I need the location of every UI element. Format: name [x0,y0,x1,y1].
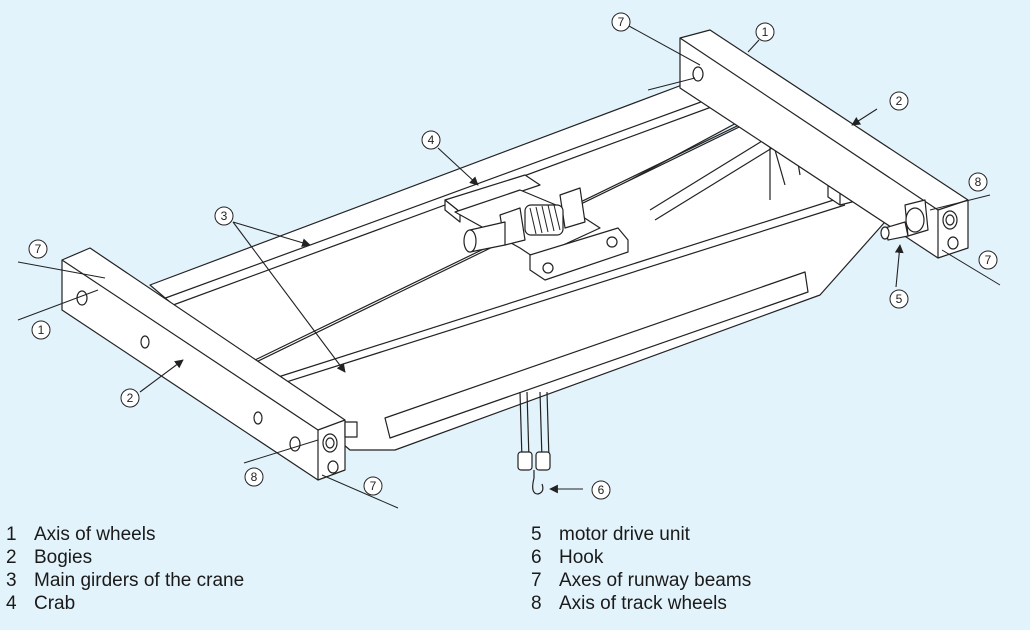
leader-lines [139,39,904,494]
crane-drawing [61,29,969,495]
left-bogie [61,247,358,481]
cross-brace [649,129,781,211]
callout-5-label: 5 [896,292,903,306]
axis-line-8-left [243,439,319,464]
callout-7-right [978,250,998,270]
axis-line-7-right [941,249,1001,286]
callout-2-left [120,388,140,408]
legend-item: 5 motor drive unit [531,523,751,546]
legend-item: 4 Crab [6,592,244,615]
callout-8-left-label: 8 [251,470,258,484]
crab [444,174,629,281]
axis-line-1-top [647,77,696,91]
callout-1-left-label: 1 [38,323,45,337]
legend-number: 2 [6,547,17,568]
legend-number: 6 [531,547,542,568]
callout-4-label: 4 [428,133,435,147]
legend-number: 5 [531,524,542,545]
callout-7-left-label: 7 [35,242,42,256]
callout-1-top-label: 1 [762,25,769,39]
callout-2-right [889,91,909,111]
motor-drive-unit [880,199,929,241]
legend-label: motor drive unit [559,524,690,545]
legend-column-left: 1 Axis of wheels 2 Bogies 3 Main girders of… [6,523,244,615]
legend-number: 7 [531,570,542,591]
callout-3-label: 3 [221,209,228,223]
axis-line-8-right [929,194,991,211]
callout-7-bottom [363,476,383,496]
legend-label: Bogies [34,547,93,568]
legend-label: Axis of track wheels [559,593,727,614]
callout-2-right-label: 2 [896,94,903,108]
legend-item: 2 Bogies [6,546,244,569]
axis-line-7-top [617,19,701,66]
callout-6 [591,480,611,500]
legend-item: 6 Hook [531,546,751,569]
legend-number: 8 [531,593,542,614]
legend-label: Axes of runway beams [559,570,752,591]
legend-number: 3 [6,570,17,591]
callout-7-top-label: 7 [618,15,625,29]
axis-lines [17,19,1001,509]
legend-number: 1 [6,524,17,545]
callout-8-left [244,467,264,487]
legend: 1 Axis of wheels 2 Bogies 3 Main girders of… [0,523,1030,630]
callout-8-right-label: 8 [975,175,982,189]
legend-label: Axis of wheels [34,524,156,545]
callout-7-left [28,239,48,259]
callout-6-label: 6 [598,483,605,497]
callout-8-right [968,172,988,192]
axis-line-1-left [17,289,99,321]
axis-line-7-left-bottom [321,474,399,509]
legend-label: Crab [34,593,76,614]
legend-item: 3 Main girders of the crane [6,569,244,592]
callout-5 [889,289,909,309]
callout-7-right-label: 7 [985,253,992,267]
hook-assembly [517,391,551,495]
callout-1-top [755,22,775,42]
right-bogie [679,29,969,259]
callout-3 [214,206,234,226]
legend-label: Hook [559,547,604,568]
legend-column-right: 5 motor drive unit 6 Hook 7 Axes of runway … [531,523,751,615]
callouts [28,12,998,500]
legend-label: Main girders of the crane [34,570,245,591]
legend-item: 8 Axis of track wheels [531,592,751,615]
callout-1-left [31,320,51,340]
callout-7-bottom-label: 7 [370,479,377,493]
axis-line-7-left [17,261,106,279]
callout-4 [421,130,441,150]
legend-number: 4 [6,593,17,614]
legend-item: 7 Axes of runway beams [531,569,751,592]
crane-diagram: 7 1 2 4 3 8 7 7 1 2 5 8 7 6 [17,12,1001,509]
callout-7-top [611,12,631,32]
legend-item: 1 Axis of wheels [6,523,244,546]
callout-2-left-label: 2 [127,391,134,405]
